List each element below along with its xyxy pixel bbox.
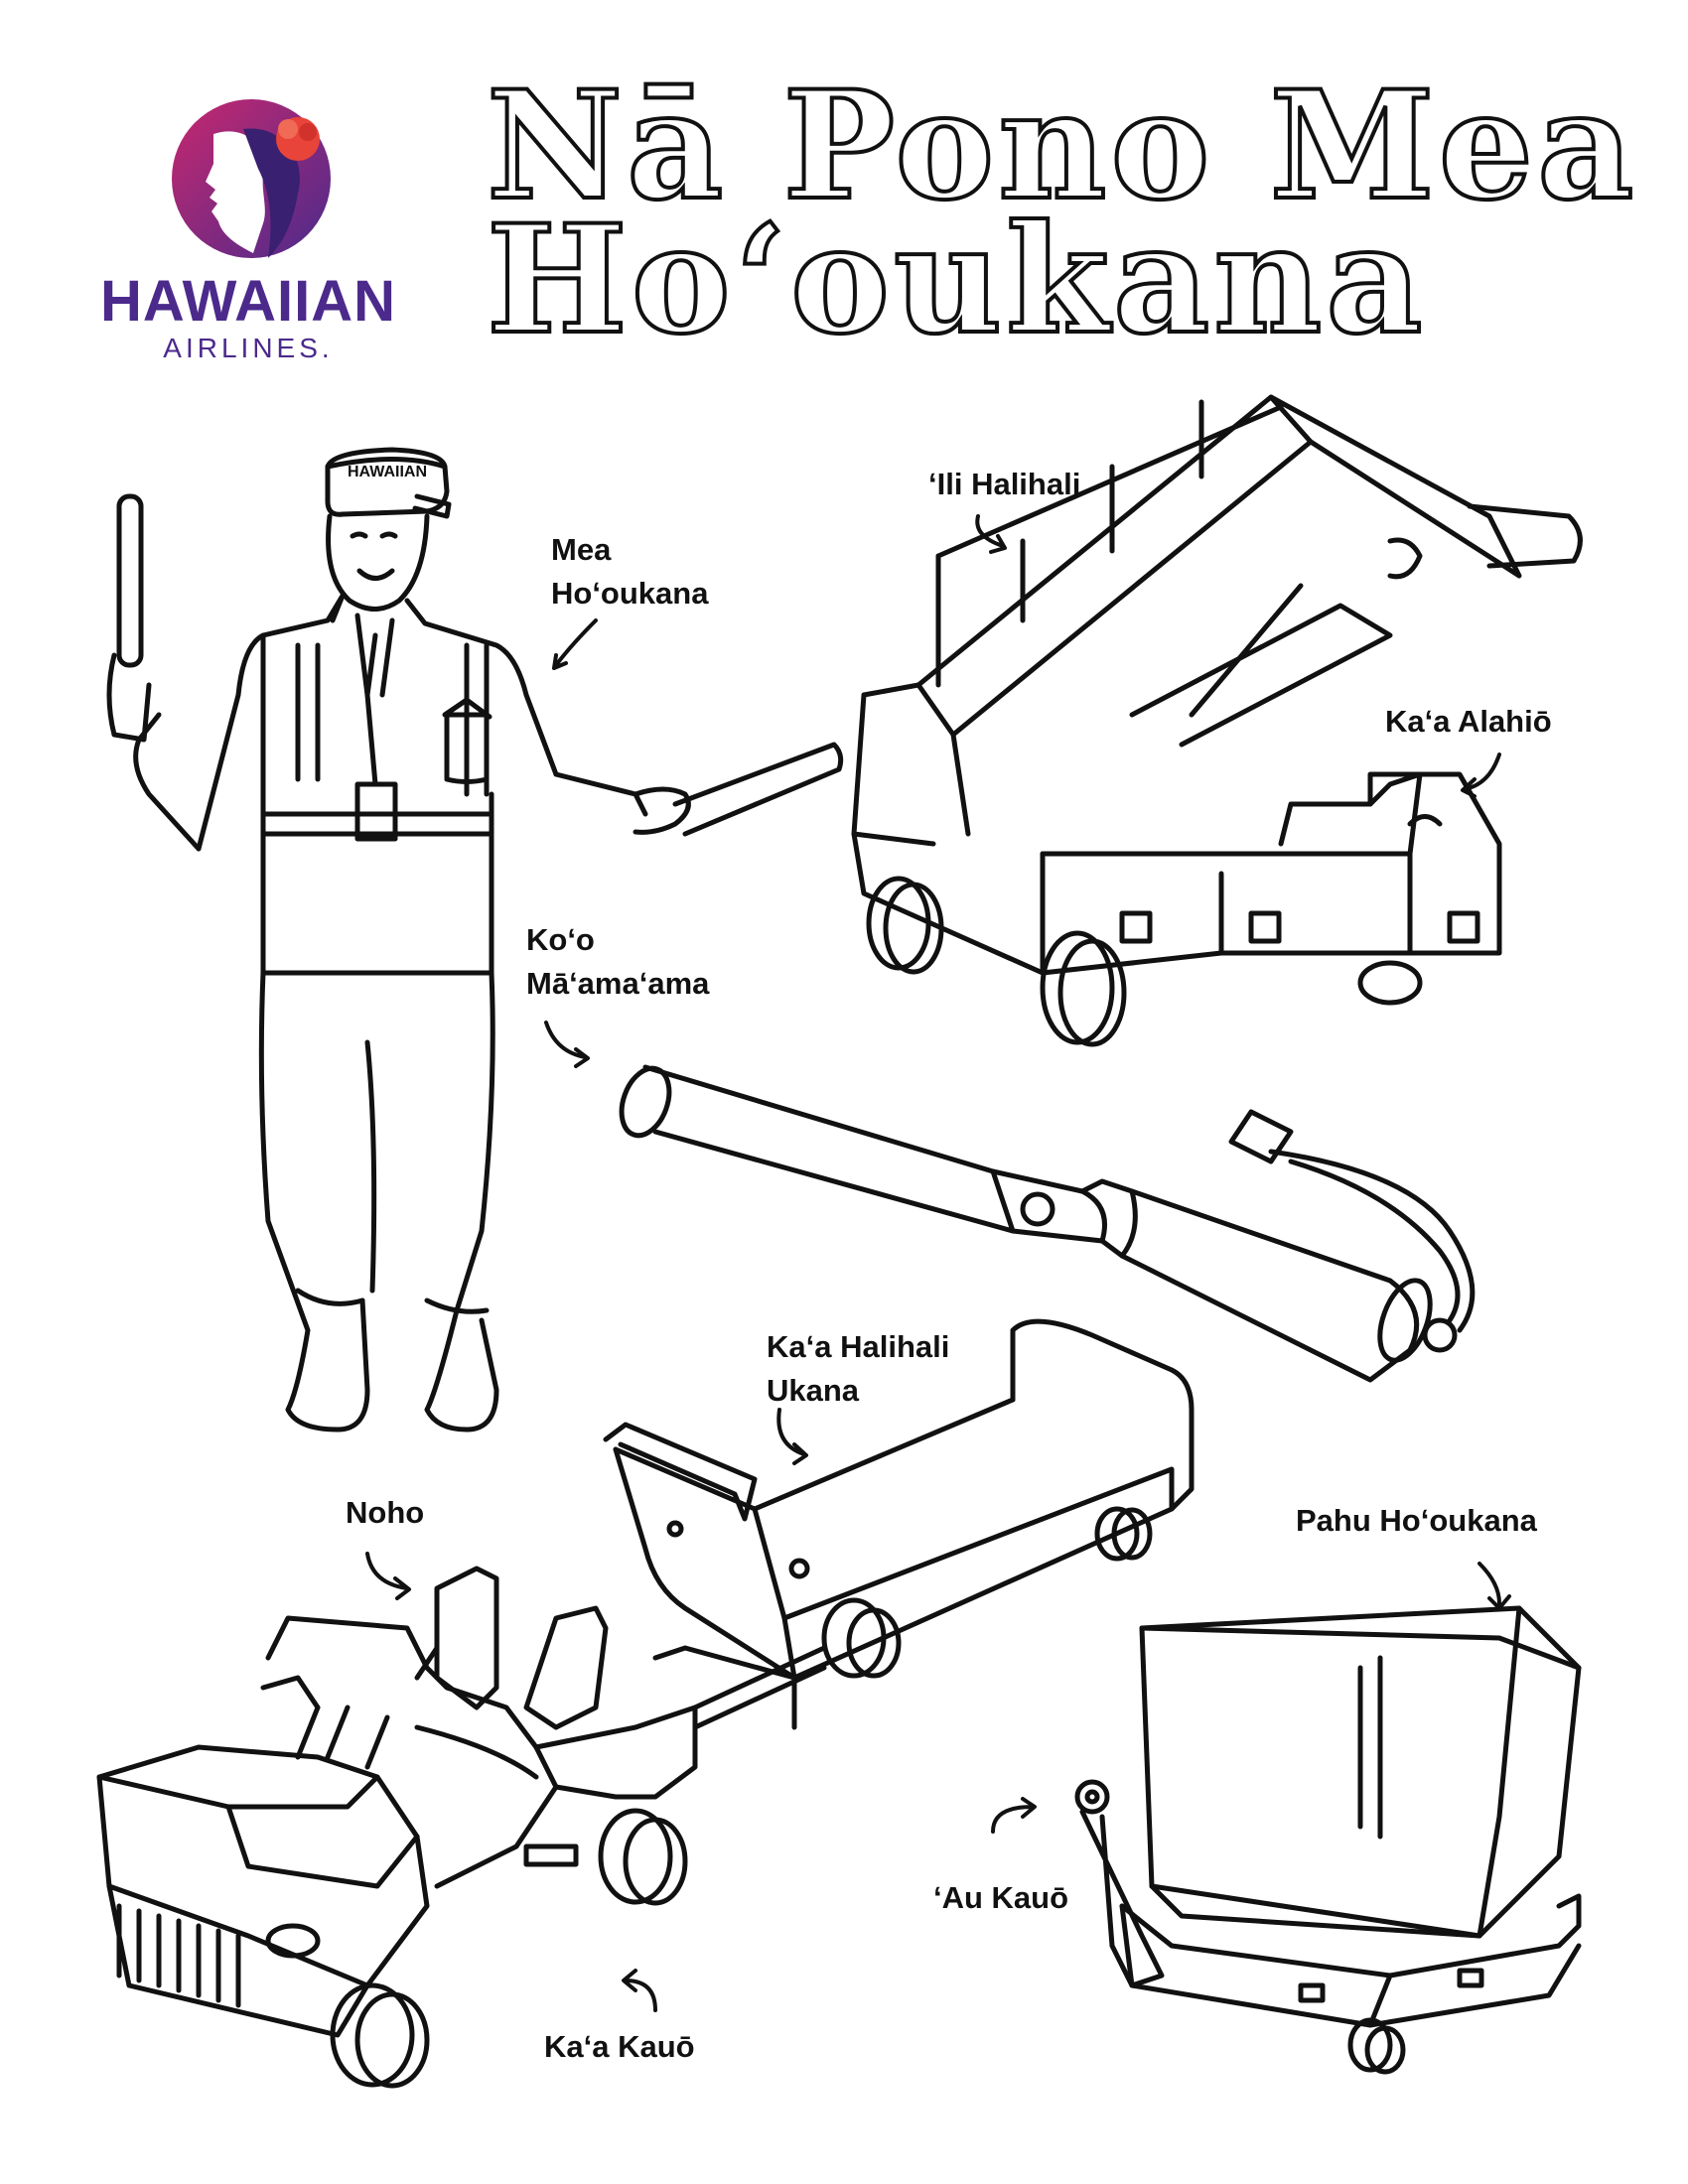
label-pahu-hooukana: Pahu Hoʻoukana	[1296, 1503, 1537, 1538]
arrow-pahu	[1477, 1562, 1511, 1610]
arrow-kaa-kauo	[622, 1969, 657, 2012]
arrow-kaa-alahio	[1461, 752, 1501, 798]
belt-loader-icon	[851, 394, 1583, 1047]
label-kaa-alahio: Kaʻa Alahiō	[1385, 704, 1552, 739]
label-noho: Noho	[346, 1495, 425, 1530]
brand-subtitle: AIRLINES.	[163, 333, 334, 363]
label-koo-line-1: Koʻo	[526, 922, 595, 957]
svg-text:HAWAIIAN: HAWAIIAN	[348, 464, 427, 480]
brand-name: HAWAIIAN	[100, 269, 396, 334]
marshalling-wand-icon	[619, 1064, 1476, 1383]
label-kaa-halihali-line-2: Ukana	[767, 1373, 860, 1408]
arrow-koo	[544, 1021, 590, 1068]
label-kaa-kauo: Kaʻa Kauō	[544, 2029, 695, 2064]
label-koo-maamaama: Koʻo Māʻamaʻama	[526, 918, 709, 1006]
label-mea-hooukana-line-1: Mea	[551, 532, 612, 567]
label-koo-line-2: Māʻamaʻama	[526, 966, 710, 1001]
baggage-cart-icon	[603, 1318, 1195, 1730]
hawaiian-airlines-logo: HAWAIIAN AIRLINES.	[94, 94, 402, 382]
title-line-2: Hoʻoukana	[485, 193, 1427, 367]
arrow-ili-halihali	[975, 514, 1007, 554]
label-mea-hooukana-line-2: Hoʻoukana	[551, 576, 709, 611]
pualani-logo-icon	[172, 99, 331, 258]
title-line-1: Nā Pono Mea	[485, 59, 1638, 233]
pointer-arrows	[365, 514, 1511, 2012]
arrow-au-kauo	[991, 1797, 1037, 1834]
label-mea-hooukana: Mea Hoʻoukana	[551, 528, 708, 615]
cargo-container-icon	[1074, 1605, 1582, 2075]
label-kaa-halihali-line-1: Kaʻa Halihali	[767, 1329, 950, 1364]
page-title: Nā Pono Mea Hoʻoukana	[485, 59, 1658, 367]
ground-crew-person-icon: HAWAIIAN	[106, 447, 844, 1433]
arrow-noho	[365, 1552, 411, 1600]
arrow-mea-hooukana	[552, 618, 598, 670]
label-ili-halihali: ʻIli Halihali	[928, 467, 1081, 501]
label-au-kauo: ʻAu Kauō	[933, 1880, 1069, 1915]
label-kaa-halihali-ukana: Kaʻa Halihali Ukana	[767, 1325, 949, 1413]
tug-tractor-icon	[96, 1566, 827, 2089]
arrow-kaa-halihali	[776, 1408, 808, 1465]
